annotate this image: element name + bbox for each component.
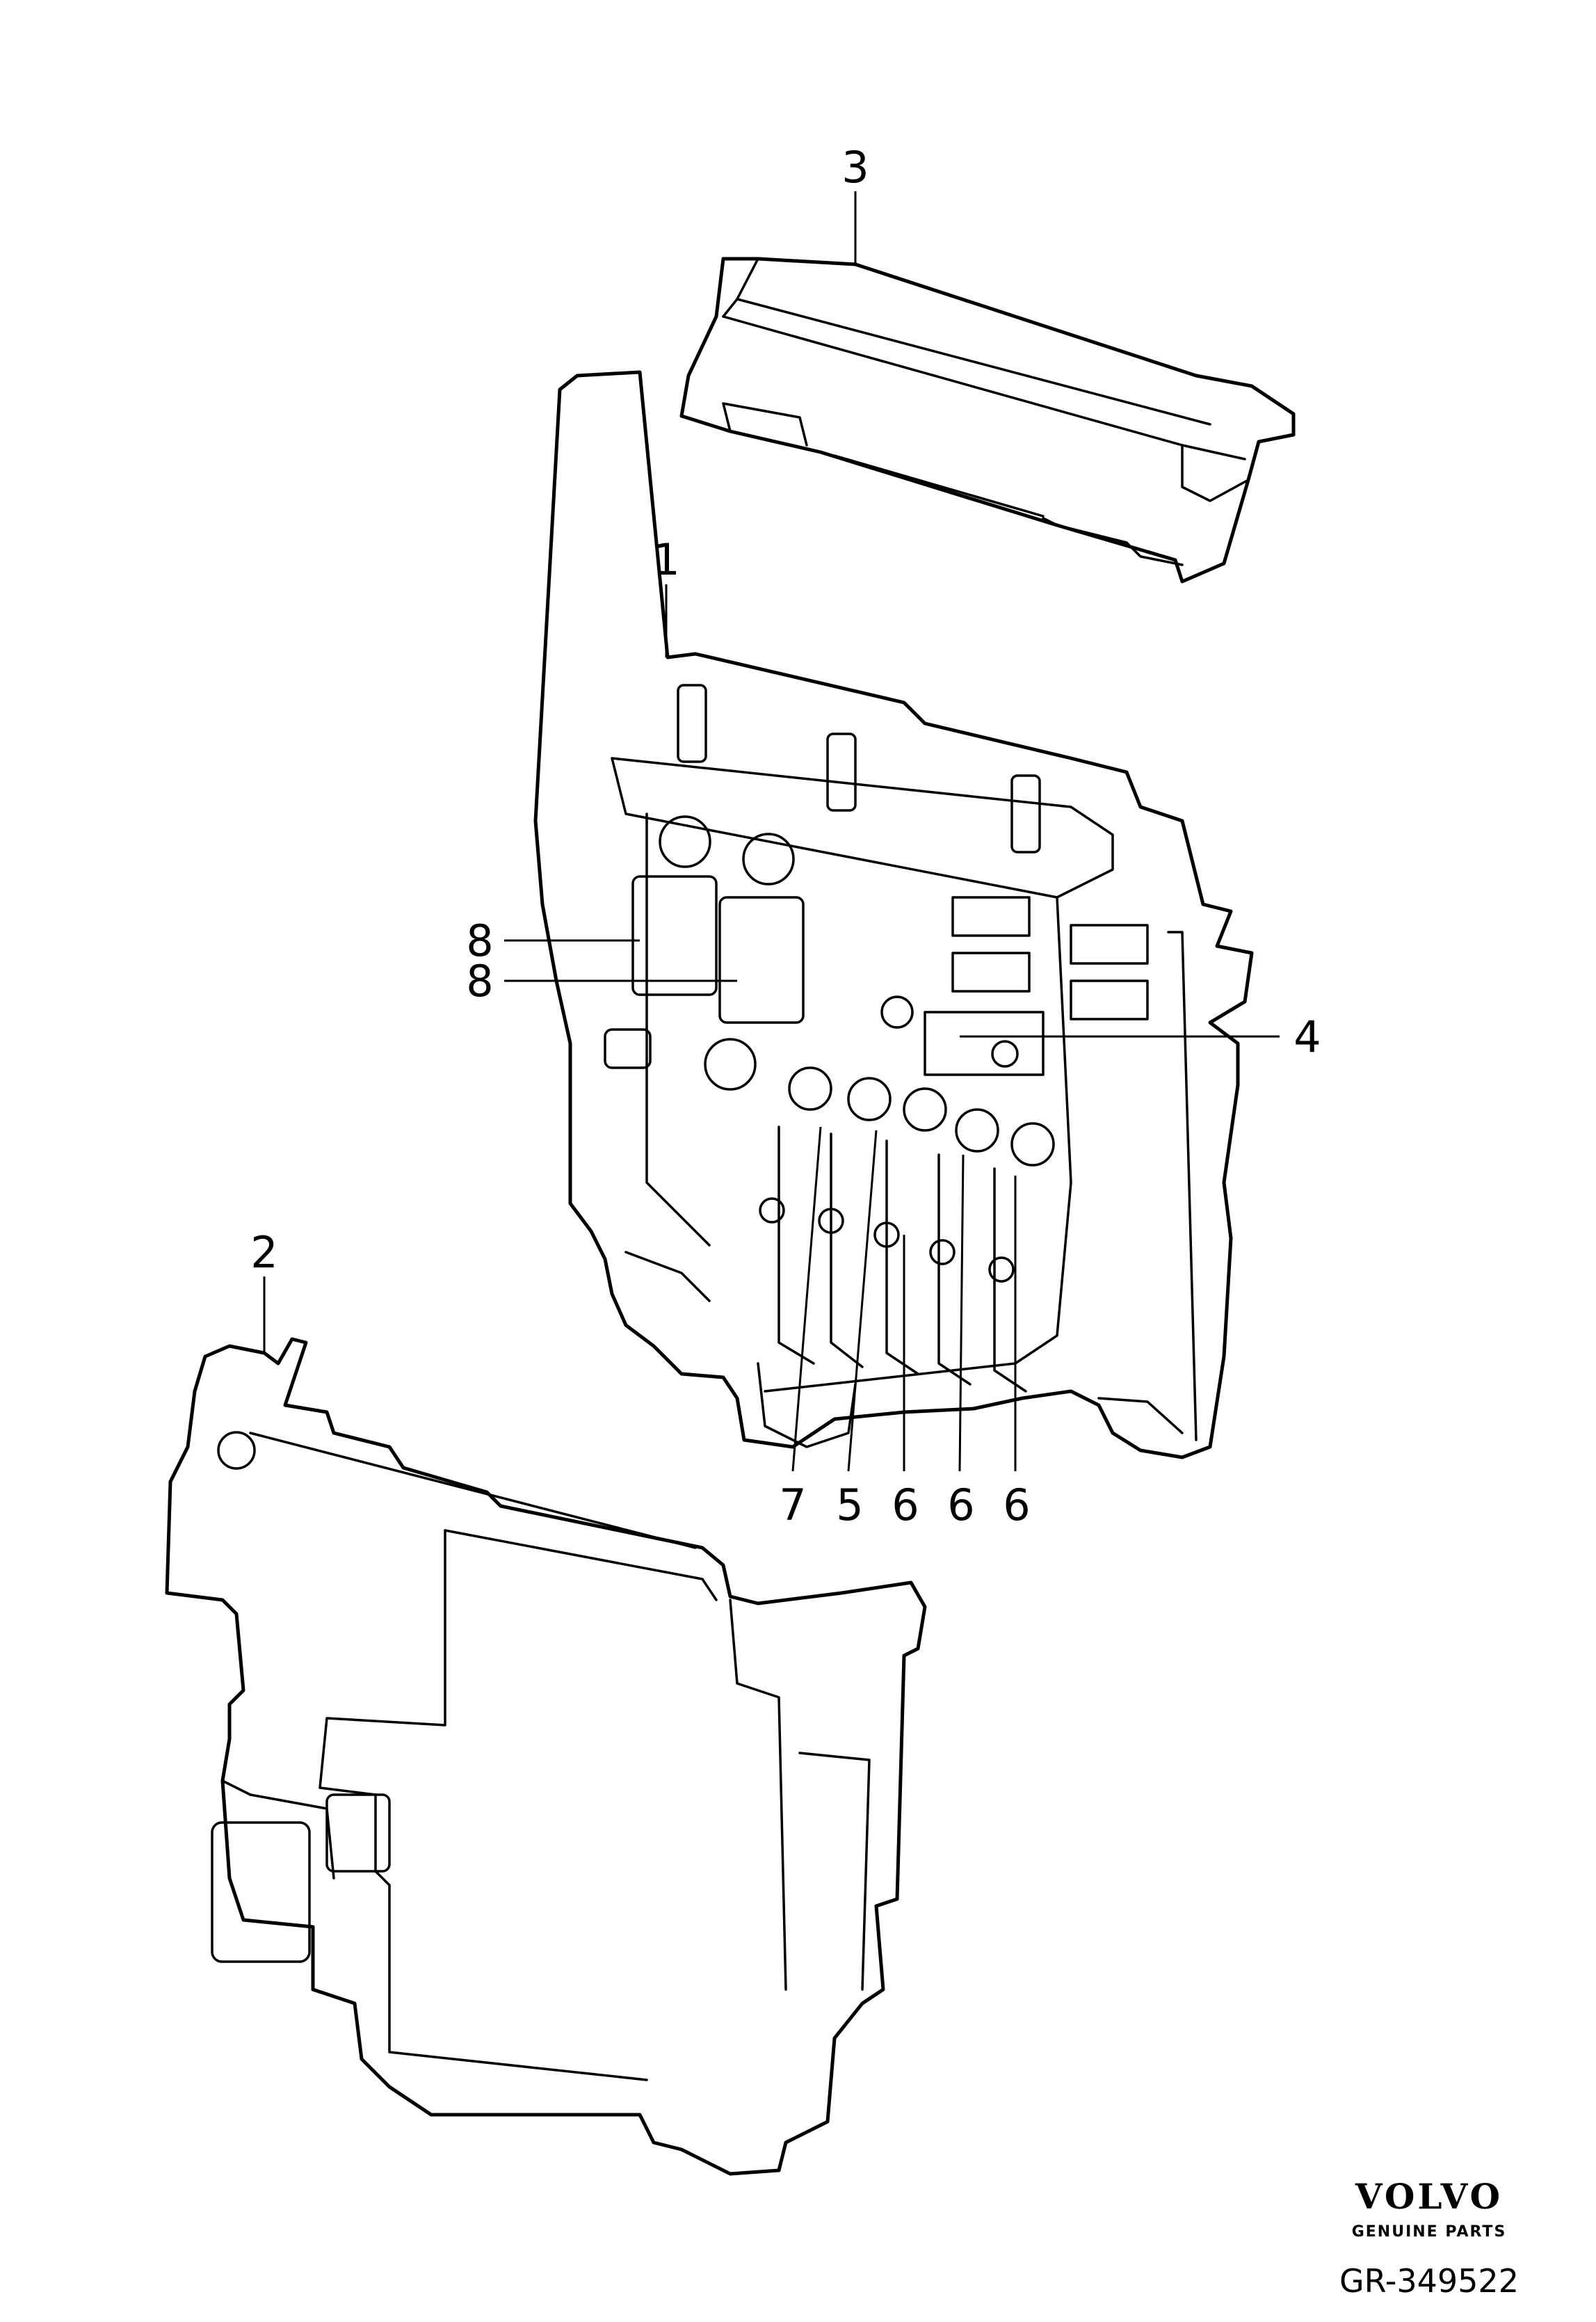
callout-7: 7 — [779, 1480, 806, 1530]
callout-8a: 8 — [466, 915, 493, 966]
callouts: 3 1 8 8 4 2 7 5 6 6 6 — [250, 142, 1321, 1530]
leader-7 — [791, 1126, 822, 1472]
leader-6b — [958, 1154, 965, 1472]
callout-3: 3 — [841, 142, 869, 193]
genuine-parts-tagline: GENUINE PARTS — [1352, 2223, 1507, 2241]
callout-5: 5 — [836, 1480, 863, 1530]
callout-4: 4 — [1293, 1011, 1321, 1062]
branding: VOLVO GENUINE PARTS GR-349522 — [1339, 2176, 1519, 2300]
callout-6c: 6 — [1003, 1480, 1030, 1530]
part-cover — [679, 257, 1296, 584]
callout-1: 1 — [652, 534, 679, 585]
leader-lines — [263, 191, 1280, 1472]
part-bracket — [165, 1337, 927, 2176]
callout-6b: 6 — [947, 1480, 974, 1530]
leader-5 — [847, 1130, 878, 1472]
volvo-logo: VOLVO — [1355, 2176, 1503, 2217]
callout-8b: 8 — [466, 956, 493, 1007]
diagram-reference: GR-349522 — [1339, 2262, 1519, 2300]
callout-6a: 6 — [892, 1480, 919, 1530]
callout-2: 2 — [250, 1227, 277, 1278]
